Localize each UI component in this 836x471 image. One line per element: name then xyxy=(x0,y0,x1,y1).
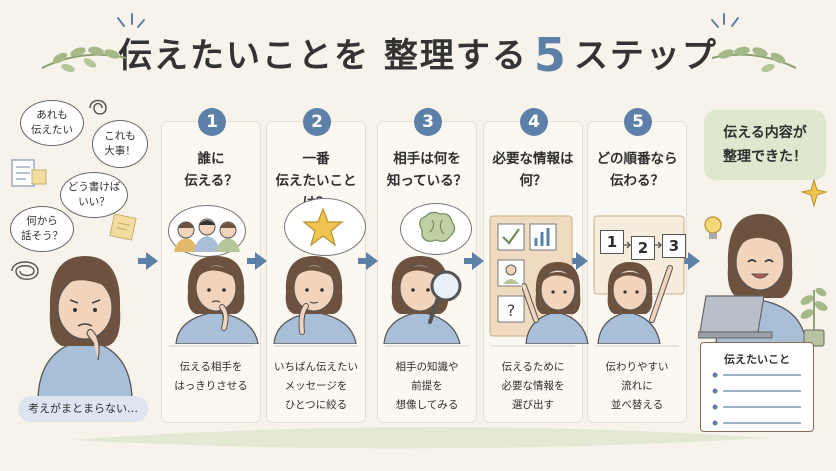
pointing-person-illustration-5 xyxy=(597,262,673,344)
plant-icon xyxy=(800,287,828,347)
pointing-person-illustration-4 xyxy=(522,262,589,344)
step-desc-5: 伝わりやすい 流れに 並べ替える xyxy=(605,361,669,411)
sticky-note-icon xyxy=(109,213,137,241)
order-box-1: 1 xyxy=(600,230,624,254)
confused-person-illustration xyxy=(37,256,133,398)
arrow-icon-0 xyxy=(138,252,158,270)
title-text: 伝えたいことを 整理する xyxy=(118,36,528,76)
order-box-2: 2 xyxy=(631,236,655,260)
step-heading-1: 誰に 伝える？ xyxy=(184,151,238,189)
arrow-icon-1 xyxy=(247,252,267,270)
note-lines xyxy=(712,372,801,426)
right-leaf-sprig-icon xyxy=(711,46,797,73)
step-desc-4: 伝えるために 必要な情報を 選び出す xyxy=(501,361,565,411)
step-desc-2: いちばん伝えたい メッセージを ひとつに絞る xyxy=(274,361,358,411)
arrow-icon-2 xyxy=(358,252,378,270)
star-icon xyxy=(302,207,344,247)
title-suffix: ステップ xyxy=(573,36,718,76)
left-leaf-sprig-icon xyxy=(41,46,127,73)
arrow-icon-5 xyxy=(680,252,700,270)
title-sparkle-left-icon xyxy=(117,13,145,28)
step-desc-3: 相手の知識や 前提を 想像してみる xyxy=(395,361,459,411)
step-heading-4: 必要な情報は 何？ xyxy=(492,151,574,189)
worry-bubble-2: これも 大事！ xyxy=(92,120,148,168)
step-badge-1: 1 xyxy=(198,108,226,136)
step-heading-3: 相手は何を 知っている？ xyxy=(386,151,468,189)
note-title: 伝えたいこと xyxy=(724,353,790,366)
people-group-icon xyxy=(174,218,240,252)
brain-icon xyxy=(419,211,456,242)
step-badge-2: 2 xyxy=(303,108,331,136)
order-box-3: 3 xyxy=(662,234,686,258)
worry-bubble-3: どう書けば いい？ xyxy=(60,172,128,218)
thinking-person-illustration-1 xyxy=(175,256,259,344)
note-card: 伝えたいこと xyxy=(700,342,814,432)
thinking-person-illustration-2 xyxy=(273,256,357,344)
step-badge-3: 3 xyxy=(414,108,442,136)
worry-bubble-1: あれも 伝えたい xyxy=(20,100,84,146)
step-badge-4: 4 xyxy=(520,108,548,136)
order-arrows-icon xyxy=(624,241,662,249)
laptop-icon xyxy=(698,295,773,339)
success-bubble: 伝える内容が 整理できた！ xyxy=(704,110,826,180)
title-sparkle-right-icon xyxy=(711,13,739,28)
step-badge-5: 5 xyxy=(624,108,652,136)
arrow-icon-3 xyxy=(464,252,484,270)
sparkle-icon xyxy=(800,178,828,208)
step-desc-1: 伝える相手を はっきりさせる xyxy=(174,361,248,392)
left-caption: 考えがまとまらない… xyxy=(18,396,148,422)
magnifier-person-illustration xyxy=(383,256,462,344)
memo-icon xyxy=(11,159,47,187)
svg-text:?: ? xyxy=(507,301,516,320)
step-heading-5: どの順番なら 伝わる？ xyxy=(596,151,678,189)
title-number: 5 xyxy=(533,28,568,82)
ground-swoosh xyxy=(70,426,770,449)
scribble-icon-2 xyxy=(11,261,39,280)
card-dividers xyxy=(169,345,679,347)
scribble-icon xyxy=(89,99,107,115)
lightbulb-icon xyxy=(704,216,722,239)
worry-bubble-4: 何から 話そう？ xyxy=(10,206,74,252)
check-card xyxy=(497,223,525,251)
